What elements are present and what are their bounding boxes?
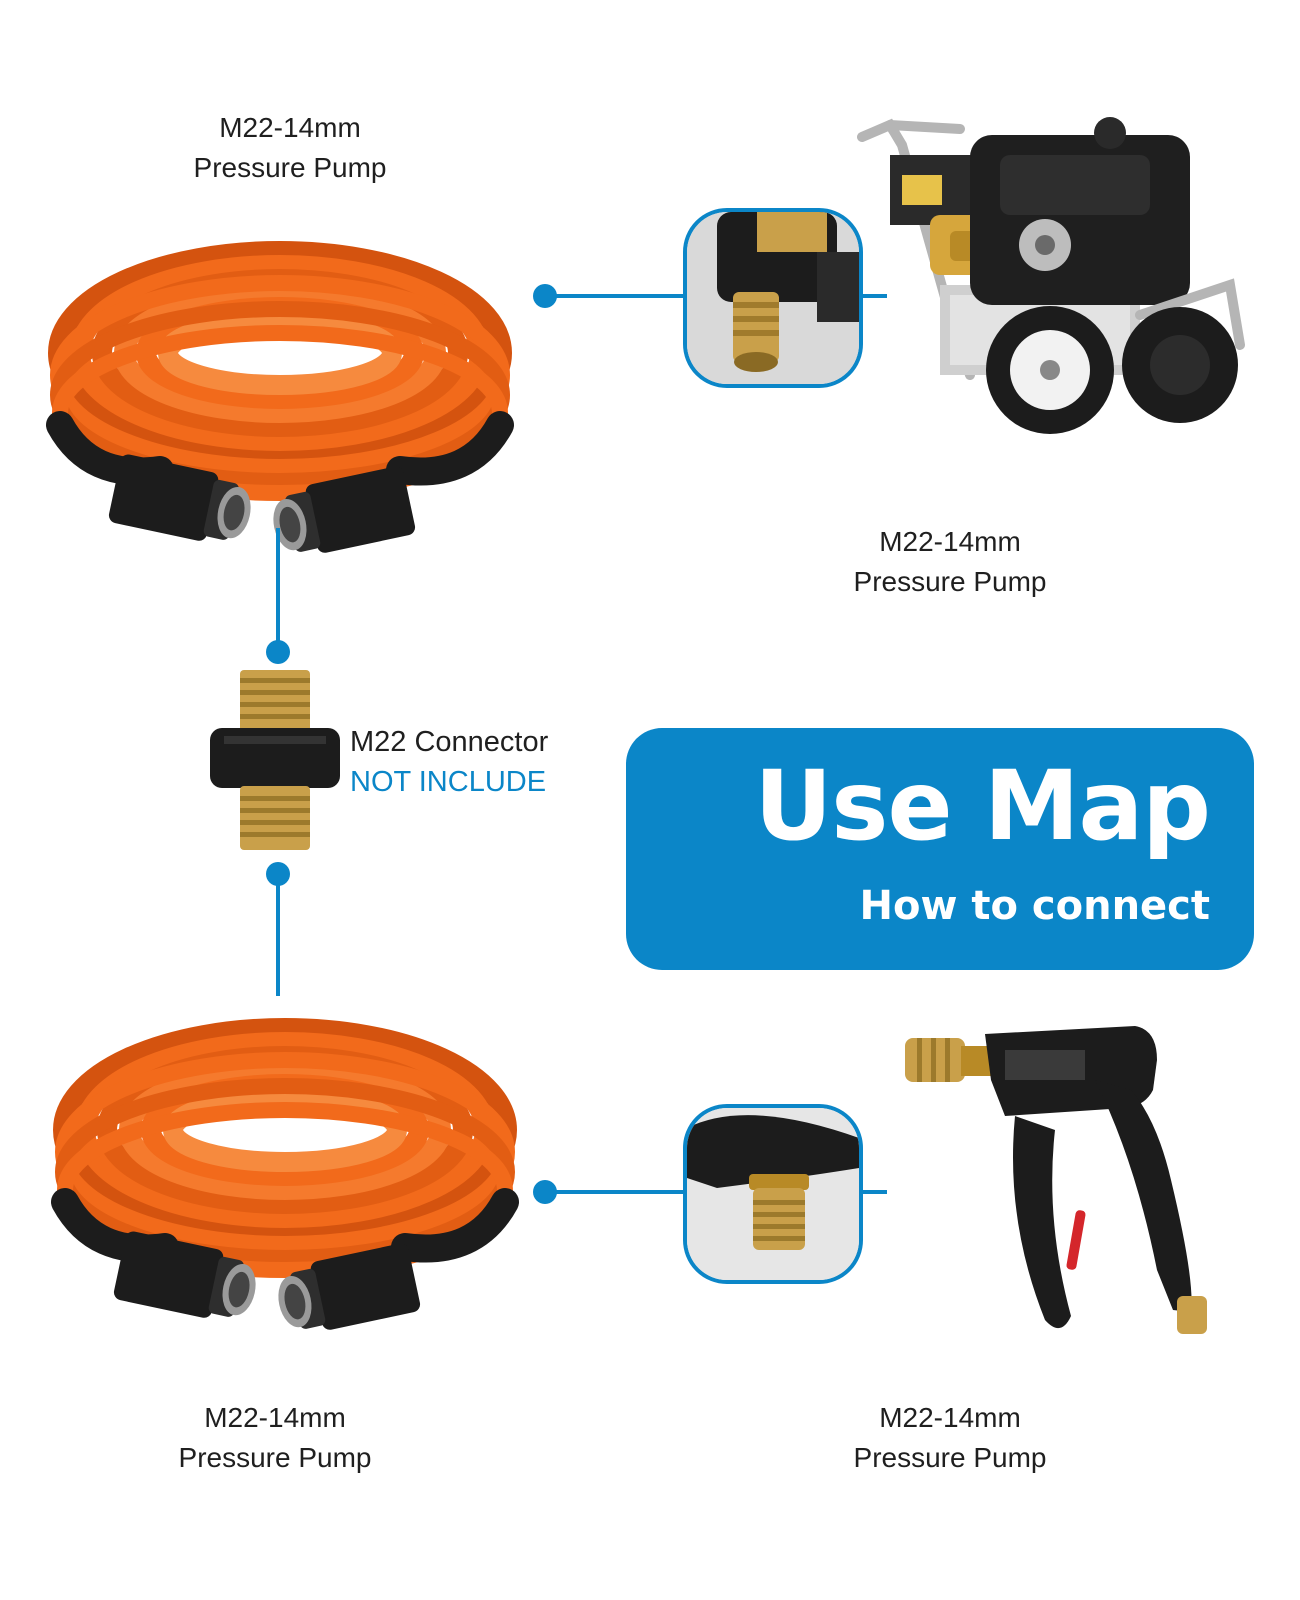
gun-label: M22-14mm Pressure Pump — [805, 1398, 1095, 1478]
gun-label-line1: M22-14mm — [879, 1402, 1021, 1433]
hose-bottom-label-line2: Pressure Pump — [178, 1442, 372, 1473]
hose-top-label-line1: M22-14mm — [219, 112, 361, 143]
pump-label-line1: M22-14mm — [879, 526, 1021, 557]
connector-line — [545, 294, 687, 298]
hose-bottom-label: M22-14mm Pressure Pump — [135, 1398, 415, 1478]
connector-line — [276, 528, 280, 654]
gun-outlet-zoom — [683, 1104, 863, 1284]
connector-line — [863, 294, 887, 298]
hose-top-label: M22-14mm Pressure Pump — [150, 108, 430, 188]
m22-connector-name: M22 Connector — [350, 726, 549, 758]
banner-title: Use Map — [754, 750, 1211, 862]
pump-outlet-zoom — [683, 208, 863, 388]
pump-outlet-zoom-image — [687, 212, 859, 384]
m22-connector-note: NOT INCLUDE — [350, 766, 547, 798]
hose-top-label-line2: Pressure Pump — [193, 152, 387, 183]
pressure-washer-image — [857, 117, 1245, 434]
spray-gun-image — [905, 1026, 1207, 1334]
connector-line — [276, 874, 280, 996]
pump-label: M22-14mm Pressure Pump — [810, 522, 1090, 602]
banner-subtitle: How to connect — [859, 883, 1210, 929]
hose-bottom-label-line1: M22-14mm — [204, 1402, 346, 1433]
m22-connector-label: M22 Connector NOT INCLUDE — [350, 722, 548, 802]
use-map-banner: Use Map How to connect — [626, 728, 1254, 970]
m22-connector-image — [210, 670, 340, 850]
hose-coil-top-image — [46, 241, 514, 553]
pump-label-line2: Pressure Pump — [853, 566, 1047, 597]
hose-coil-bottom-image — [51, 1018, 519, 1330]
connector-line — [545, 1190, 687, 1194]
connector-line — [863, 1190, 887, 1194]
gun-outlet-zoom-image — [687, 1108, 859, 1280]
connector-dot — [266, 640, 290, 664]
gun-label-line2: Pressure Pump — [853, 1442, 1047, 1473]
